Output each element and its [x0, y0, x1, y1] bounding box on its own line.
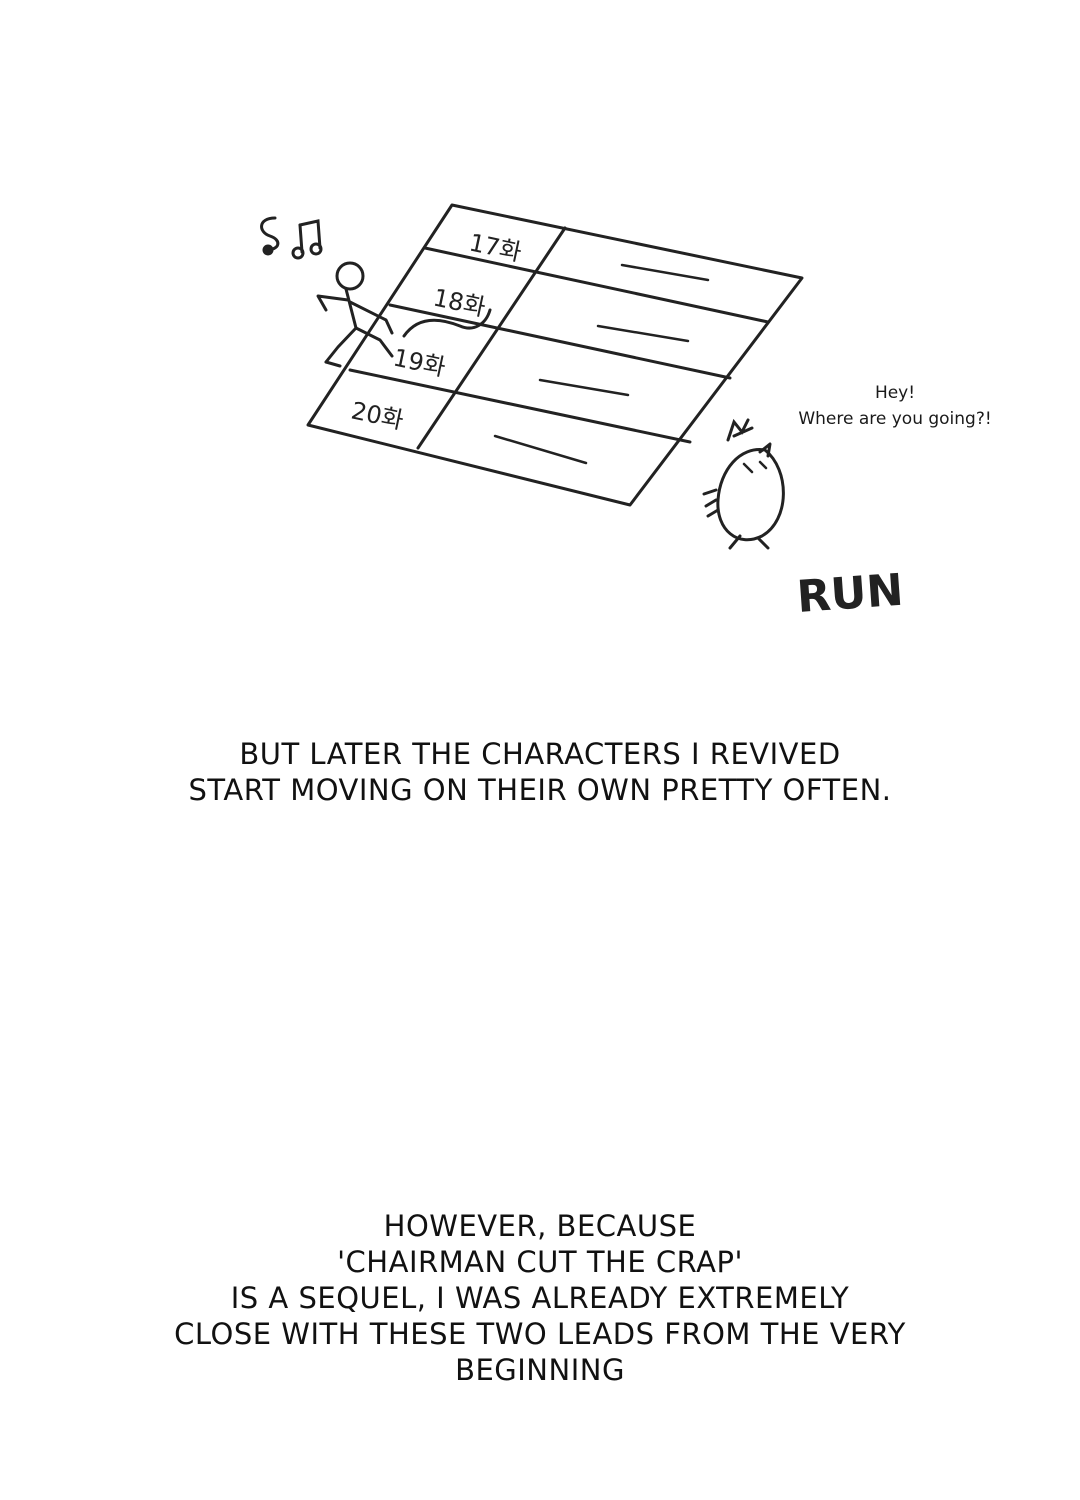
sketch-illustration: 17화 18화 19화 20화 RUN [260, 203, 905, 623]
table-row-label-17: 17화 [467, 228, 524, 266]
exclamation-mark-icon [726, 418, 754, 442]
caption-block: BUT LATER THE CHARACTERS I REVIVED START… [0, 736, 1080, 808]
caption-line: START MOVING ON THEIR OWN PRETTY OFTEN. [188, 773, 892, 807]
schedule-table [306, 203, 804, 507]
caption-line: BEGINNING [455, 1353, 625, 1387]
table-row-label-19: 19화 [391, 343, 448, 381]
caption-line: HOWEVER, BECAUSE [383, 1209, 697, 1243]
chick-character [702, 442, 785, 550]
speech-line: Where are you going?! [798, 409, 992, 429]
stick-figure [316, 261, 394, 368]
caption-block: HOWEVER, BECAUSE 'CHAIRMAN CUT THE CRAP'… [0, 1208, 1080, 1388]
sound-effect-run: RUN [795, 565, 905, 623]
speech-line: Hey! [874, 383, 916, 403]
caption-line: 'CHAIRMAN CUT THE CRAP' [337, 1245, 743, 1279]
speech-bubble: Hey! Where are you going?! [770, 380, 1020, 432]
caption-line: CLOSE WITH THESE TWO LEADS FROM THE VERY [174, 1317, 906, 1351]
caption-line: BUT LATER THE CHARACTERS I REVIVED [239, 737, 841, 771]
drag-line [402, 308, 492, 338]
music-note-icon [260, 216, 323, 260]
table-row-label-20: 20화 [349, 396, 406, 434]
caption-line: IS A SEQUEL, I WAS ALREADY EXTREMELY [230, 1281, 850, 1315]
